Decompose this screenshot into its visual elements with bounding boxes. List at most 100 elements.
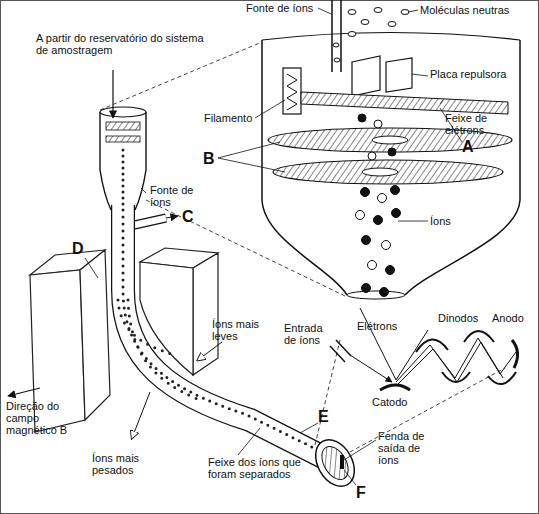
cathode (380, 385, 410, 390)
pump-pipe (130, 218, 166, 226)
ion (392, 209, 401, 218)
dynode (442, 372, 470, 382)
ion (356, 211, 365, 220)
ion (380, 288, 389, 297)
part-label: Dinodos (438, 312, 498, 324)
ion-dots (122, 150, 125, 205)
ion (374, 120, 382, 128)
pump-arrow (166, 216, 178, 218)
part-label: Íons mais leves (212, 318, 274, 342)
ion (386, 266, 395, 275)
ion (368, 261, 377, 270)
ion-source-plate (106, 136, 140, 142)
plate-slit (362, 168, 398, 176)
accelerator-plate (273, 160, 503, 184)
filament-coil (287, 74, 297, 110)
ion-dots (118, 300, 175, 355)
part-label: Feixe de elétrons (445, 112, 525, 136)
ion (361, 188, 370, 197)
part-label: A partir do reservatório do sistema de a… (36, 32, 204, 56)
detector (316, 442, 353, 484)
pump-pipe (130, 218, 166, 226)
ion (378, 194, 387, 203)
electron-path (398, 342, 503, 384)
field-arrow (8, 388, 40, 396)
molecule (348, 10, 356, 15)
ion-source (100, 107, 146, 117)
part-label: Direção do campo magnético B (6, 400, 92, 436)
inset-outline (347, 291, 405, 299)
leader-line (141, 188, 146, 193)
electron-beam (301, 92, 508, 114)
ion (374, 216, 383, 225)
magnet-face (80, 250, 110, 420)
ion (391, 186, 400, 195)
part-label: Fenda de saída de íons (378, 430, 440, 466)
leader-line (300, 423, 318, 433)
gas-inlet (340, 0, 342, 72)
callout-letter: F (356, 484, 376, 502)
part-label: Fonte de íons (150, 184, 198, 208)
molecule (348, 32, 356, 37)
leader-line (255, 100, 285, 118)
entrance-slit (330, 346, 345, 362)
molecule (388, 22, 396, 27)
leader-lines (85, 8, 462, 485)
electron-path (396, 338, 516, 382)
inlet-arrow (112, 70, 113, 118)
callout-letter: A (462, 138, 482, 156)
heavy-ions-arrow (132, 392, 150, 438)
leader-line (85, 258, 98, 278)
callout-letter: D (72, 240, 92, 258)
ion-dots (128, 300, 200, 400)
zoom-line (315, 340, 340, 445)
zoom-line (100, 42, 262, 110)
part-label: Feixe dos íons que foram separados (208, 456, 318, 480)
leader-line (218, 158, 285, 172)
dynode (488, 372, 516, 384)
part-label: Placa repulsora (430, 68, 530, 80)
zoom-line (146, 200, 345, 296)
dynode (416, 339, 448, 352)
part-label: Elétrons (357, 320, 417, 332)
exit-slit (340, 455, 344, 469)
leader-line (344, 470, 356, 485)
part-label: Catodo (372, 396, 432, 408)
leader-line (344, 440, 376, 460)
part-label: Íons (430, 215, 470, 227)
part-label: Entrada de íons (284, 322, 336, 346)
leader-line (412, 74, 428, 76)
ion-source (100, 112, 146, 210)
part-label: Íons mais pesados (92, 452, 164, 476)
filament (283, 68, 301, 114)
gas-inlet (331, 0, 333, 72)
molecule (401, 10, 409, 15)
ion (362, 236, 371, 245)
neutral-molecules (333, 8, 409, 63)
part-label: Anodo (492, 312, 537, 324)
leader-line (218, 142, 280, 158)
leader-line (318, 8, 331, 14)
repeller-plate (352, 56, 380, 96)
magnet-face (193, 253, 218, 375)
light-ions-arrow (198, 342, 222, 360)
part-label: Filamento (204, 112, 264, 124)
dynode (464, 331, 494, 342)
ion (368, 152, 376, 160)
zoom-line (350, 368, 505, 452)
ions (356, 114, 401, 297)
inset-outline (262, 33, 520, 41)
callout-letter: B (203, 150, 223, 168)
molecule (374, 8, 382, 13)
leader-line (398, 221, 428, 222)
repeller-plate (386, 58, 412, 92)
leader-line (408, 10, 418, 12)
part-label: Fonte de íons (246, 2, 326, 14)
electron-path (360, 308, 428, 380)
molecule (333, 43, 339, 47)
part-label: Moléculas neutras (420, 4, 535, 16)
leader-line (238, 428, 260, 455)
